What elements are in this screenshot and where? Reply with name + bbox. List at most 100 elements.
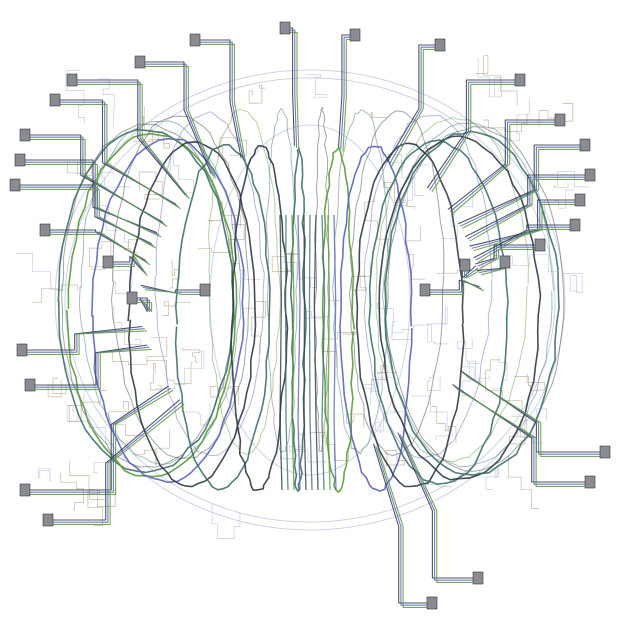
radial-cable	[386, 44, 440, 163]
faint-wire	[112, 270, 133, 299]
coil-loop	[208, 108, 281, 455]
connector-block	[459, 258, 471, 272]
coil-loop	[375, 117, 529, 463]
faint-wire	[382, 154, 425, 196]
radial-cable	[388, 46, 443, 165]
radial-cable	[473, 224, 575, 259]
radial-cable	[456, 388, 595, 487]
coil-loop	[290, 147, 307, 492]
connector-block	[584, 475, 596, 489]
faint-wire	[155, 350, 205, 390]
radial-cable	[425, 279, 480, 291]
radial-cable	[426, 79, 520, 189]
central-column-wire	[327, 214, 331, 491]
radial-cable	[132, 297, 148, 312]
radial-cable	[465, 374, 610, 457]
faint-wire	[182, 347, 201, 363]
radial-cable	[110, 255, 146, 274]
faint-wire	[131, 429, 171, 466]
radial-cable	[30, 344, 148, 386]
faint-wire	[426, 373, 441, 391]
radial-cable	[401, 436, 483, 583]
radial-cable	[431, 83, 525, 193]
faint-wire	[507, 455, 540, 509]
connector-block	[42, 513, 54, 527]
connector-block	[569, 218, 581, 232]
faint-wire	[113, 305, 142, 345]
faint-wire	[16, 253, 66, 291]
connector-block	[499, 255, 511, 269]
coil-loop	[339, 145, 413, 492]
radial-cable	[375, 445, 435, 606]
faint-wire	[351, 262, 371, 291]
radial-cable	[134, 299, 150, 312]
faint-wire	[391, 321, 432, 341]
radial-cable	[19, 188, 157, 249]
coil-loop	[78, 120, 242, 465]
radial-cable	[479, 248, 545, 269]
connector-block	[279, 21, 291, 35]
radial-cable	[197, 41, 244, 161]
faint-wire	[406, 226, 425, 280]
connector-block	[19, 483, 31, 497]
radial-cable	[112, 255, 148, 277]
connector-block	[19, 128, 31, 142]
central-column-wire	[313, 214, 319, 491]
connector-block	[24, 378, 36, 392]
faint-wire	[498, 98, 530, 142]
radial-cable	[144, 65, 217, 179]
coil-loop	[384, 130, 561, 476]
radial-cable	[289, 31, 300, 151]
radial-cable	[469, 178, 595, 242]
connector-block	[14, 153, 26, 167]
radial-cable	[25, 134, 164, 223]
central-column-wire	[308, 214, 313, 491]
connector-block	[472, 571, 484, 585]
connector-block-layer	[9, 21, 611, 610]
radial-cable	[195, 39, 242, 159]
faint-wire	[108, 401, 144, 436]
radial-cable	[287, 29, 298, 148]
coil-loop	[321, 146, 356, 493]
radial-cable	[471, 201, 583, 249]
radial-cable	[399, 434, 481, 581]
faint-wire	[89, 241, 112, 270]
faint-wire	[97, 188, 131, 243]
radial-cable	[72, 79, 186, 196]
connector-block	[9, 178, 21, 192]
radial-cable	[429, 81, 523, 191]
faint-wire	[456, 338, 479, 364]
radial-cable	[26, 330, 147, 355]
radial-cable	[449, 121, 563, 213]
coil-loop	[385, 126, 565, 472]
faint-wire	[427, 306, 449, 345]
coil-loop	[349, 110, 445, 457]
radial-cable	[337, 34, 355, 148]
faint-wire	[170, 152, 194, 193]
faint-wire	[146, 359, 193, 384]
radial-cable	[142, 63, 214, 177]
faint-wire	[112, 337, 168, 366]
radial-cable	[59, 103, 181, 210]
faint-wire	[475, 55, 518, 106]
radial-cable	[24, 163, 162, 238]
radial-cable	[342, 38, 360, 152]
faint-wire	[180, 402, 214, 426]
faint-wire	[346, 413, 365, 428]
faint-wire	[383, 182, 415, 210]
radial-cable	[76, 83, 191, 200]
coil-loop	[363, 114, 493, 459]
radial-cable	[340, 36, 358, 150]
radial-cable	[57, 101, 179, 207]
connector-block	[426, 596, 438, 610]
faint-wire	[305, 74, 328, 98]
connector-block	[102, 255, 114, 269]
faint-wire	[361, 377, 396, 405]
faint-wire	[396, 164, 429, 206]
radial-cable	[140, 284, 205, 294]
faint-wire	[375, 411, 408, 433]
radial-cable	[52, 403, 185, 525]
radial-cable	[24, 328, 145, 353]
faint-wire	[476, 58, 502, 98]
